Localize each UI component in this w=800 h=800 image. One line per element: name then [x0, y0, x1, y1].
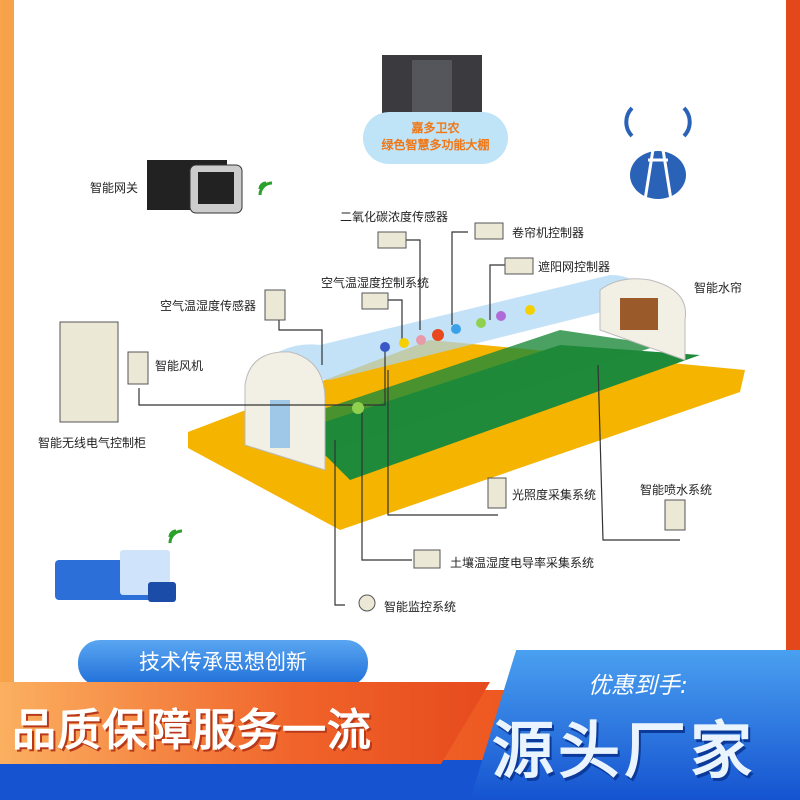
wifi-icon — [168, 181, 273, 544]
label-roller: 卷帘机控制器 — [512, 226, 585, 240]
label-shade: 遮阳网控制器 — [538, 260, 611, 274]
label-camera: 智能监控系统 — [384, 600, 457, 614]
label-light: 光照度采集系统 — [512, 488, 597, 502]
label-air-ctrl: 空气温湿度控制系统 — [321, 276, 430, 290]
banner-orange-panel: 品质保障服务一流 — [0, 682, 490, 764]
label-soil: 土壤温湿度电导率采集系统 — [450, 556, 595, 570]
label-cabinet: 智能无线电气控制柜 — [38, 436, 147, 450]
banner-blue-panel — [470, 650, 800, 800]
greenhouse-scene — [55, 55, 745, 612]
label-air-sensor: 空气温湿度传感器 — [160, 299, 257, 313]
sensor-devices — [59, 222, 686, 612]
label-gateway: 智能网关 — [90, 181, 139, 195]
devices-icon — [55, 550, 176, 602]
server-icon — [382, 55, 482, 120]
connection-wires — [138, 231, 680, 606]
label-co2: 二氧化碳浓度传感器 — [340, 210, 449, 224]
title-cloud: 嘉多卫农 绿色智慧多功能大棚 — [363, 112, 508, 164]
label-spray: 智能喷水系统 — [640, 483, 713, 497]
signal-tower-icon — [624, 106, 692, 201]
sensor-dots — [352, 305, 535, 414]
tagline-pill: 技术传承思想创新 — [78, 640, 368, 686]
gateway-device-icon — [147, 160, 243, 214]
quality-slogan: 品质保障服务一流 — [12, 705, 372, 756]
offer-text: 优惠到手: — [588, 673, 688, 699]
label-water-curtain: 智能水帘 — [694, 281, 743, 295]
factory-text: 源头厂家 — [492, 714, 757, 787]
greenhouse-roof — [250, 275, 650, 380]
cloud-line1: 嘉多卫农 — [411, 121, 460, 135]
cloud-line2: 绿色智慧多功能大棚 — [381, 138, 490, 152]
label-fan: 智能风机 — [155, 359, 204, 373]
